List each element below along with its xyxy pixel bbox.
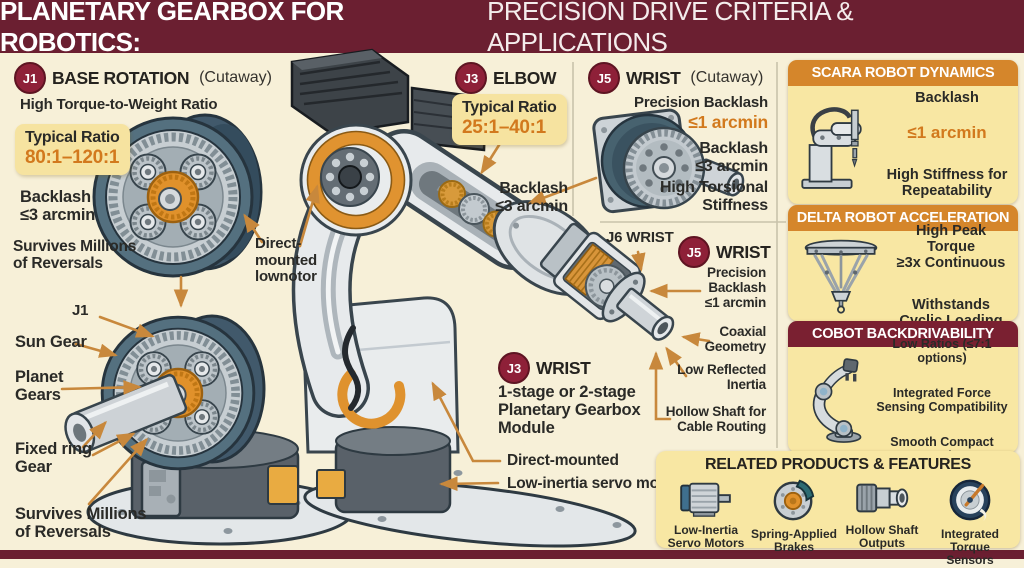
- related-products-title: RELATED PRODUCTS & FEATURES: [705, 456, 971, 473]
- j3-ratio-box: Typical Ratio 25:1–40:1: [452, 94, 567, 145]
- related-products-panel: RELATED PRODUCTS & FEATURES Low-Inertia …: [656, 451, 1020, 567]
- delta-torque: High Peak Torque ≥3x Continuous: [896, 222, 1006, 272]
- j5-wrist-precision: Precision Backlash ≤1 arcmin: [704, 265, 766, 310]
- spring-brake-icon: [773, 479, 815, 521]
- servo-motor-icon: [680, 482, 731, 517]
- scara-panel: SCARA ROBOT DYNAMICS Backlash ≤1 arcmin …: [788, 60, 1018, 204]
- cable: [342, 325, 361, 411]
- j5-stiffness: High Torsional Stiffness: [659, 179, 768, 214]
- j1-ratio-box: Typical Ratio 80:1–120:1: [15, 124, 130, 175]
- page-title-rest: PRECISION DRIVE CRITERIA & APPLICATIONS: [487, 0, 853, 57]
- j3-ratio-value: 25:1–40:1: [462, 117, 546, 138]
- j5-badge: J5: [588, 62, 620, 94]
- j1-direct-mount-callout: Direct- mounted lownotor: [255, 235, 317, 285]
- j3-wrist-servo-motor: Low-inertia servo motor: [507, 475, 679, 492]
- scara-backlash-label: Backlash: [915, 90, 979, 107]
- cobot-panel: COBOT BACKDRIVABILITY Low Ratios (≤7:1 o…: [788, 321, 1018, 463]
- j3-wrist-direct-mounted: Direct-mounted: [507, 452, 619, 469]
- scara-panel-header: SCARA ROBOT DYNAMICS: [788, 60, 1018, 86]
- j3-wrist-title: WRIST: [536, 357, 591, 378]
- j5-precision-label: Precision Backlash: [634, 94, 768, 111]
- j1-title-suffix: (Cutaway): [199, 69, 272, 86]
- j5-wrist-badge: J5: [678, 236, 710, 268]
- j5-wrist-coaxial: Coaxial Geometry: [704, 324, 767, 354]
- j3-elbow-heading: J3 ELBOW: [455, 62, 557, 94]
- j3-backlash: Backlash ≤3 arcmin: [495, 180, 568, 215]
- j3-badge: J3: [455, 62, 487, 94]
- j5-precision-value: ≤1 arcmin: [688, 112, 768, 132]
- j1-gearbox-cutaway-top: [94, 113, 263, 276]
- section-dividers: [572, 62, 786, 448]
- j3-wrist-desc: 1-stage or 2-stage Planetary Gearbox Mod…: [498, 383, 641, 438]
- robot-arm-links: [290, 48, 675, 429]
- shoulder-joint: [299, 123, 413, 237]
- j5-gearbox-cutaway: [592, 108, 745, 214]
- j3-elbow-title: ELBOW: [493, 67, 557, 88]
- j5-backlash: Backlash ≤3 arcmin: [695, 140, 768, 175]
- j1-ratio-value: 80:1–120:1: [25, 147, 120, 168]
- j5-cutaway-title: WRIST: [626, 67, 681, 88]
- j5-wrist-hollow-shaft: Hollow Shaft for Cable Routing: [665, 404, 766, 434]
- hollow-shaft-icon: [856, 483, 909, 513]
- j3-wrist-badge: J3: [498, 352, 530, 384]
- cutaway-planet-gears-label: Planet Gears: [15, 368, 64, 405]
- j5-cutaway-heading: J5 WRIST (Cutaway): [588, 62, 763, 94]
- j3-wrist-heading: J3 WRIST: [498, 352, 591, 384]
- torque-sensor-icon: [949, 479, 991, 522]
- scara-backlash-value: ≤1 arcmin: [907, 122, 987, 142]
- bottom-accent-strip: [0, 550, 1024, 559]
- title-bar: PLANETARY GEARBOX FOR ROBOTICS: PRECISIO…: [0, 0, 1024, 57]
- j1-badge: J1: [14, 62, 46, 94]
- cobot-panel-header: COBOT BACKDRIVABILITY: [788, 321, 1018, 347]
- cutaway-ring-gear-label: Fixed ring Gear: [15, 440, 92, 477]
- related-item-torque-sensors: Integrated Torque Sensors: [926, 477, 1014, 568]
- cutaway-survives-label: Survives Millions of Reversals: [15, 505, 147, 542]
- j5-wrist-heading: J5 WRIST: [678, 236, 771, 268]
- cutaway-sun-gear-label: Sun Gear: [15, 333, 87, 351]
- cutaway-j1-label: J1: [72, 302, 89, 319]
- j2-orange-ring: [337, 369, 406, 429]
- cobot-force: Integrated Force Sensing Compatibility: [876, 386, 1008, 414]
- j1-ratio-label: Typical Ratio: [25, 129, 120, 146]
- delta-panel: DELTA ROBOT ACCELERATION High Peak Torqu…: [788, 205, 1018, 329]
- j6-wrist-cutaway: [539, 222, 675, 341]
- j5-wrist-title: WRIST: [716, 241, 771, 262]
- j1-backlash: Backlash ≤3 arcmin: [20, 188, 96, 225]
- j5-cutaway-suffix: (Cutaway): [690, 69, 764, 86]
- cobot-arm-icon: [812, 358, 862, 443]
- j1-subtitle: High Torque-to-Weight Ratio: [20, 96, 218, 113]
- page-title-strong: PLANETARY GEARBOX FOR ROBOTICS:: [0, 0, 344, 57]
- scara-robot-icon: [801, 107, 862, 189]
- j5-wrist-inertia: Low Reflected Inertia: [677, 362, 766, 392]
- related-item-brakes: Spring-Applied Brakes: [750, 477, 838, 554]
- callout-arrows: [60, 132, 711, 506]
- j1-title: BASE ROTATION: [52, 67, 190, 88]
- j1-survives: Survives Millions of Reversals: [13, 238, 137, 273]
- delta-panel-header: DELTA ROBOT ACCELERATION: [788, 205, 1018, 231]
- cobot-ratios: Low Ratios (≤7:1 options): [892, 337, 992, 365]
- j1-section-heading: J1 BASE ROTATION (Cutaway): [14, 62, 272, 94]
- j3-ratio-label: Typical Ratio: [462, 99, 557, 116]
- related-item-hollow-shaft: Hollow Shaft Outputs: [838, 477, 926, 550]
- scara-stiffness: High Stiffness for Repeatability: [886, 167, 1008, 200]
- related-item-servo-motors: Low-Inertia Servo Motors: [662, 477, 750, 550]
- j6-wrist-label: J6 WRIST: [606, 229, 674, 246]
- delta-robot-icon: [804, 239, 878, 314]
